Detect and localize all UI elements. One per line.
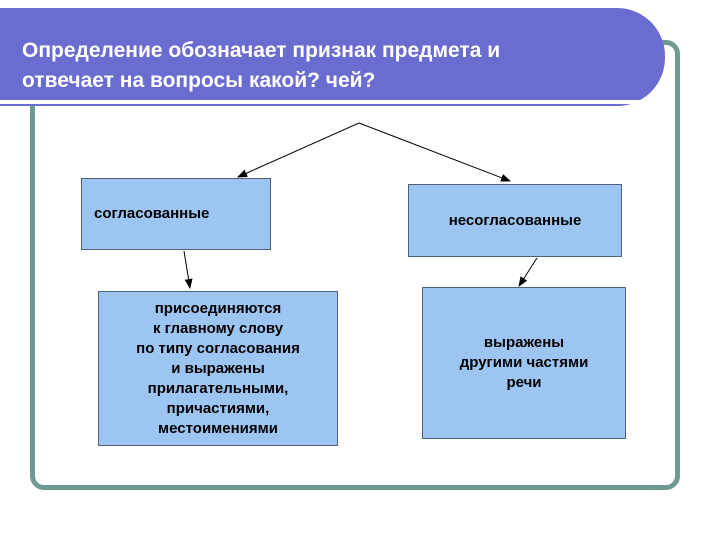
slide-title: Определение обозначает признак предмета … bbox=[22, 36, 622, 96]
title-banner: Определение обозначает признак предмета … bbox=[0, 8, 665, 106]
agreed-description-line: к главному слову bbox=[152, 319, 284, 337]
unagreed-box: несогласованные bbox=[408, 184, 622, 257]
arrow-to-agreed bbox=[237, 122, 360, 178]
slide-title-line-1: Определение обозначает признак предмета … bbox=[22, 39, 501, 62]
agreed-description-line: и выражены bbox=[171, 359, 265, 377]
arrow-to-unagreed bbox=[358, 122, 511, 182]
agreed-box: согласованные bbox=[81, 178, 271, 250]
unagreed-description-line: выражены bbox=[483, 334, 565, 351]
arrow-agreed-description bbox=[183, 250, 193, 289]
agreed-description-line: прилагательными, bbox=[147, 379, 289, 397]
unagreed-description-box: выражены другими частями речи bbox=[422, 287, 626, 439]
agreed-description-line: присоединяются bbox=[154, 299, 282, 317]
unagreed-description-line: другими частями bbox=[459, 354, 589, 371]
agreed-label: согласованные bbox=[94, 205, 210, 222]
arrow-unagreed-description bbox=[518, 257, 538, 287]
unagreed-description-line: речи bbox=[506, 374, 542, 391]
title-underline bbox=[0, 100, 640, 104]
agreed-description-line: причастиями, bbox=[166, 399, 270, 417]
agreed-description-line: по типу согласования bbox=[136, 339, 300, 357]
unagreed-label: несогласованные bbox=[448, 211, 582, 229]
agreed-description-line: местоимениями bbox=[158, 419, 278, 437]
agreed-description-box: присоединяются к главному слову по типу … bbox=[98, 291, 338, 446]
slide-title-line-2: отвечает на вопросы какой? чей? bbox=[22, 69, 376, 92]
